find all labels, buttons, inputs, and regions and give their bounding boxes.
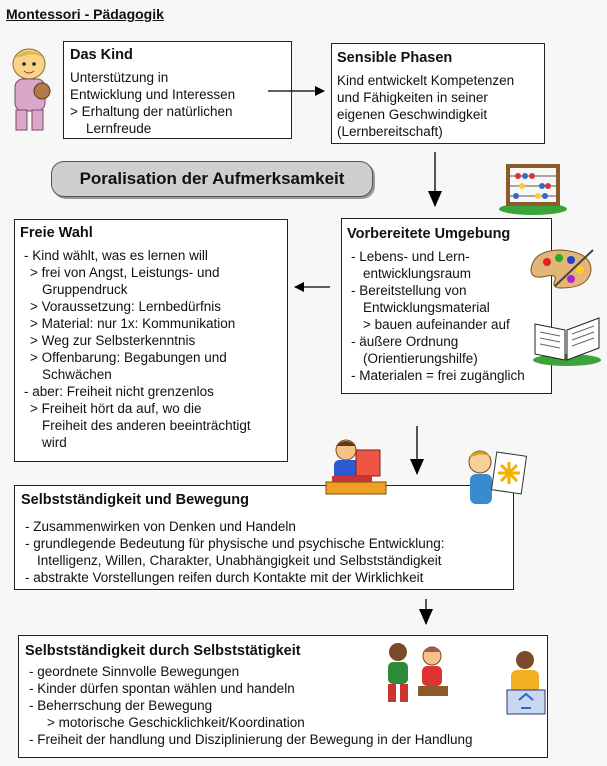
umgebung-line: Entwicklungsmaterial (363, 300, 490, 315)
abacus-icon (499, 164, 567, 215)
taetigkeit-line: > motorische Geschicklichkeit/Koordinati… (47, 715, 305, 730)
painting-child-icon (468, 450, 528, 504)
children-icon (388, 643, 448, 702)
box-selbststaetigkeit: Selbstständigkeit durch Selbststätigkeit… (18, 635, 548, 758)
taetigkeit-line: - geordnete Sinnvolle Bewegungen (29, 664, 240, 679)
bewegung-line: Intelligenz, Willen, Charakter, Unabhäng… (37, 553, 442, 568)
wahl-line: Gruppendruck (42, 282, 128, 297)
heading-vorbereitete-umgebung: Vorbereitete Umgebung (347, 226, 511, 242)
kind-line: Lernfreude (86, 121, 152, 136)
wahl-line: > frei von Angst, Leistungs- und (30, 265, 220, 280)
box-sensible-phasen: Sensible Phasen Kind entwickelt Kompeten… (331, 43, 545, 144)
wahl-line: Freiheit des anderen beeinträchtigt (42, 418, 251, 433)
poralisation-badge: Poralisation der Aufmerksamkeit (51, 161, 373, 197)
box-vorbereitete-umgebung: Vorbereitete Umgebung - Lebens- und Lern… (341, 218, 552, 394)
umgebung-line: entwicklungsraum (363, 266, 472, 281)
wahl-line: > Offenbarung: Begabungen und (30, 350, 227, 365)
heading-freie-wahl: Freie Wahl (20, 225, 93, 241)
box-das-kind: Das Kind Unterstützung in Entwicklung un… (63, 41, 292, 139)
wahl-line: - aber: Freiheit nicht grenzenlos (24, 384, 214, 399)
box-selbststaendigkeit-bewegung: Selbstständigkeit und Bewegung - Zusamme… (14, 485, 514, 590)
umgebung-line: (Orientierungshilfe) (363, 351, 478, 366)
book-icon (533, 317, 601, 366)
phasen-line: eigenen Geschwindigkeit (337, 107, 488, 122)
kind-line: Unterstützung in (70, 70, 169, 85)
recycling-child-icon (506, 651, 546, 715)
wahl-line: > Freiheit hört da auf, wo die (30, 401, 202, 416)
taetigkeit-line: - Beherrschung der Bewegung (29, 698, 213, 713)
palette-icon (530, 249, 594, 289)
taetigkeit-line: - Freiheit der handlung und Disziplinier… (29, 732, 473, 747)
umgebung-line: - Materialen = frei zugänglich (351, 368, 525, 383)
baby-icon (12, 48, 51, 131)
wahl-line: Schwächen (42, 367, 112, 382)
phasen-line: (Lernbereitschaft) (337, 124, 443, 139)
heading-das-kind: Das Kind (70, 47, 133, 63)
page-title: Montessori - Pädagogik (6, 6, 164, 22)
umgebung-line: - äußere Ordnung (351, 334, 459, 349)
wahl-line: - Kind wählt, was es lernen will (24, 248, 208, 263)
box-freie-wahl: Freie Wahl - Kind wählt, was es lernen w… (14, 219, 288, 462)
bewegung-line: - grundlegende Bedeutung für physische u… (25, 536, 445, 551)
taetigkeit-line: - Kinder dürfen spontan wählen und hande… (29, 681, 295, 696)
reading-child-icon (325, 439, 387, 495)
wahl-line: > Weg zur Selbsterkenntnis (30, 333, 196, 348)
bewegung-line: - abstrakte Vorstellungen reifen durch K… (25, 570, 424, 585)
umgebung-line: > bauen aufeinander auf (363, 317, 510, 332)
heading-selbststaendigkeit-bewegung: Selbstständigkeit und Bewegung (21, 492, 249, 508)
wahl-line: > Material: nur 1x: Kommunikation (30, 316, 236, 331)
phasen-line: Kind entwickelt Kompetenzen (337, 73, 515, 88)
wahl-line: wird (42, 435, 67, 450)
heading-sensible-phasen: Sensible Phasen (337, 50, 453, 66)
wahl-line: > Voraussetzung: Lernbedürfnis (30, 299, 222, 314)
kind-line: Entwicklung und Interessen (70, 87, 236, 102)
phasen-line: und Fähigkeiten in seiner (337, 90, 488, 105)
umgebung-line: - Lebens- und Lern- (351, 249, 470, 264)
bewegung-line: - Zusammenwirken von Denken und Handeln (25, 519, 296, 534)
heading-selbststaetigkeit: Selbstständigkeit durch Selbststätigkeit (25, 643, 301, 659)
umgebung-line: - Bereitstellung von (351, 283, 467, 298)
kind-line: > Erhaltung der natürlichen (70, 104, 233, 119)
